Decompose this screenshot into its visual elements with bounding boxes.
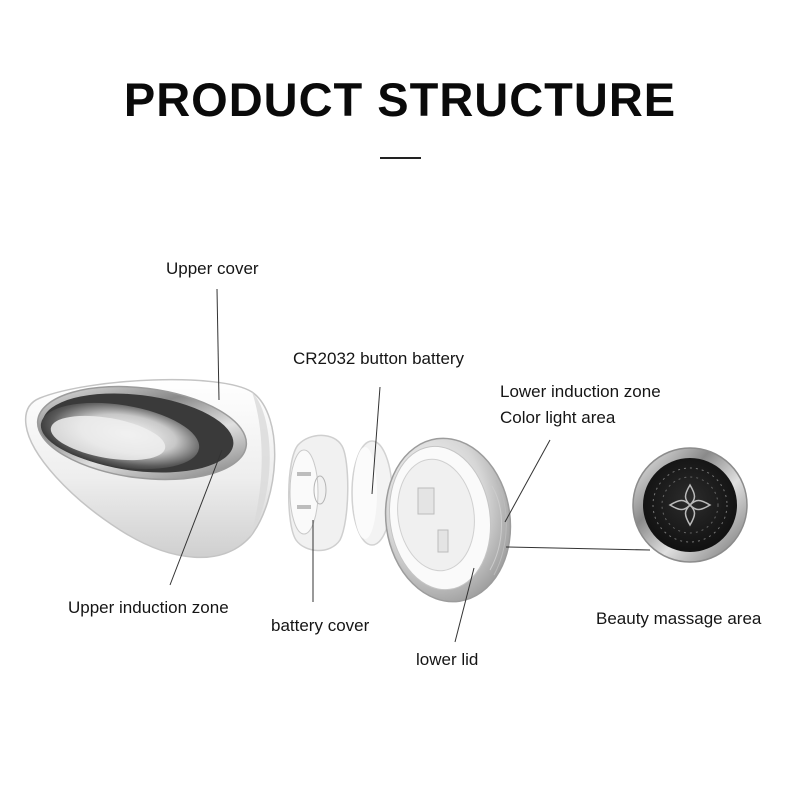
- leader-lines: [169, 288, 651, 643]
- upper-cover-part: [24, 378, 276, 559]
- label-lower-induction-zone: Lower induction zone: [500, 382, 661, 401]
- lower-lid-part: [384, 437, 512, 603]
- leader-upper-induction-zone: [169, 449, 223, 586]
- leader-massage-area: [505, 546, 651, 551]
- leader-battery: [371, 386, 381, 495]
- label-upper-cover: Upper cover: [166, 259, 259, 278]
- label-upper-induction-zone: Upper induction zone: [68, 598, 229, 617]
- page-title: PRODUCT STRUCTURE: [123, 73, 677, 126]
- label-button-battery: CR2032 button battery: [293, 349, 465, 368]
- label-beauty-massage-area: Beauty massage area: [596, 609, 762, 628]
- leader-upper-cover: [216, 288, 220, 401]
- title-underline: [380, 157, 421, 159]
- leader-lower-lid: [454, 567, 475, 643]
- leader-color-light-area: [504, 439, 551, 523]
- label-battery-cover: battery cover: [271, 616, 370, 635]
- label-lower-lid: lower lid: [416, 650, 479, 669]
- massage-head-part: [632, 447, 748, 563]
- label-color-light-area: Color light area: [500, 408, 616, 427]
- battery-cover-part: [287, 434, 349, 552]
